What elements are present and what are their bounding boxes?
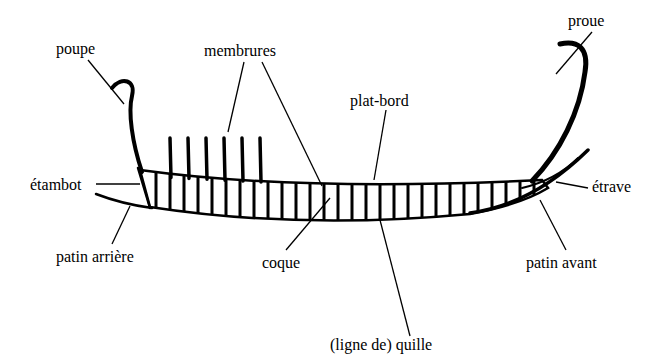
rib-stroke: [533, 150, 536, 240]
rib-stroke: [491, 150, 494, 240]
part-label: étambot: [30, 176, 82, 194]
rib-extension: [206, 138, 207, 179]
rib-extension: [242, 138, 243, 181]
rib-stroke: [449, 150, 452, 240]
rib-extension: [224, 138, 225, 180]
rib-stroke: [197, 150, 200, 240]
part-label: étrave: [592, 178, 631, 196]
rib-stroke: [519, 150, 522, 240]
rib-stroke: [393, 150, 396, 240]
part-label: patin avant: [526, 254, 597, 272]
rib-extension: [170, 138, 171, 178]
rib-stroke: [435, 150, 438, 240]
rib-stroke: [253, 150, 256, 240]
rib-stroke: [183, 150, 186, 240]
hull: [96, 43, 588, 240]
rib-stroke: [337, 150, 340, 240]
rib-stroke: [323, 150, 326, 240]
rib-extension: [188, 138, 189, 178]
part-label: patin arrière: [56, 248, 134, 266]
rib-stroke: [505, 150, 508, 240]
part-label: membrures: [204, 42, 276, 60]
leader-lines: [88, 32, 592, 336]
rib-stroke: [463, 150, 466, 240]
rib-stroke: [281, 150, 284, 240]
rib-stroke: [267, 150, 270, 240]
rib-stroke: [351, 150, 354, 240]
part-label: coque: [262, 254, 300, 272]
rib-stroke: [211, 150, 214, 240]
rib-stroke: [295, 150, 298, 240]
part-label: plat-bord: [350, 92, 409, 110]
part-label: poupe: [56, 40, 95, 58]
part-label: proue: [568, 12, 604, 30]
rib-stroke: [155, 150, 158, 240]
part-label: (ligne de) quille: [330, 336, 432, 354]
rib-stroke: [407, 150, 410, 240]
rib-stroke: [477, 150, 480, 240]
rib-stroke: [421, 150, 424, 240]
rib-stroke: [365, 150, 368, 240]
rib-extension: [260, 138, 261, 182]
